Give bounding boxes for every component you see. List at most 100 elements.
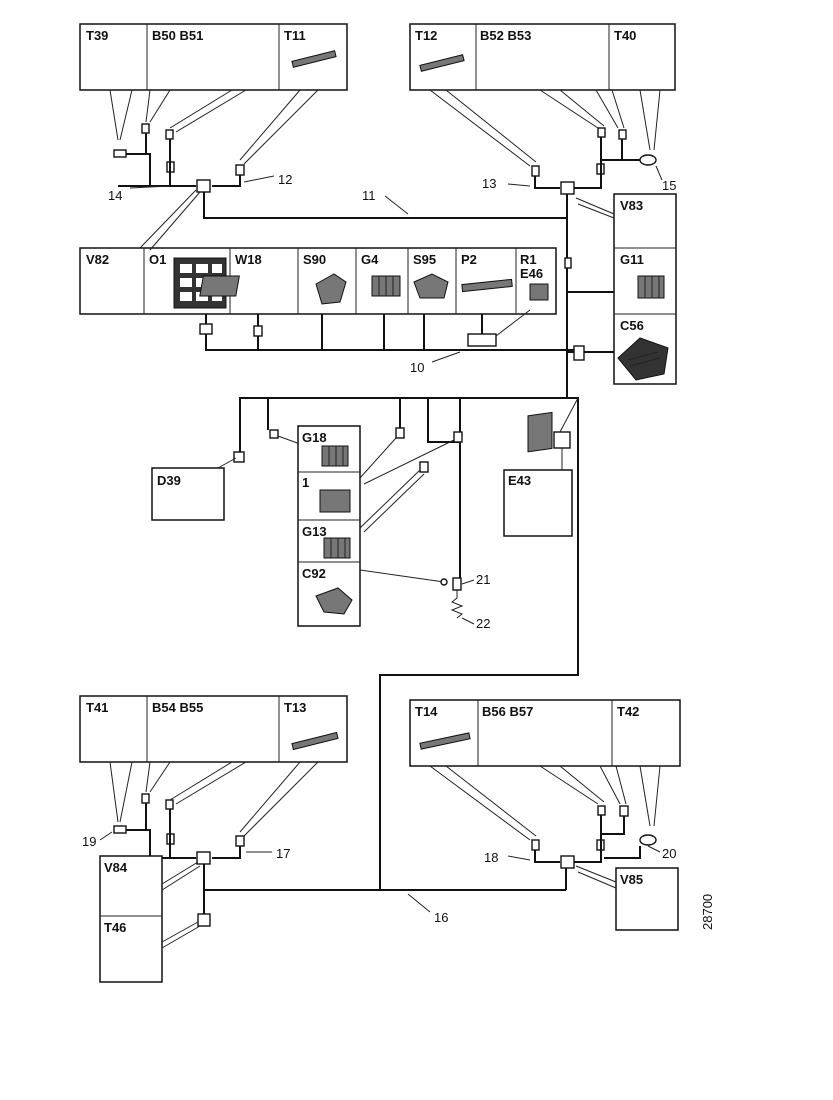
label-t12: T12	[415, 28, 437, 43]
callout-12: 12	[278, 172, 292, 187]
label-s90: S90	[303, 252, 326, 267]
speaker-tweeter-icon	[291, 50, 337, 68]
speaker-tweeter-icon	[419, 732, 471, 750]
connector	[639, 154, 657, 166]
label-v84: V84	[104, 860, 128, 875]
callout-17: 17	[276, 846, 290, 861]
label-t39: T39	[86, 28, 108, 43]
control-unit-icon	[617, 337, 669, 381]
label-g18: G18	[302, 430, 327, 445]
main-harness	[239, 194, 568, 450]
callout-22: 22	[476, 616, 490, 631]
connector	[467, 333, 497, 347]
label-g11: G11	[620, 252, 644, 267]
label-b52-b53: B52 B53	[480, 28, 531, 43]
label-o1: O1	[149, 252, 166, 267]
label-e46: E46	[520, 266, 543, 281]
box-middle-panel	[79, 247, 557, 315]
connector-block-icon	[199, 275, 240, 297]
relay-icon	[371, 275, 401, 297]
label-g4: G4	[361, 252, 379, 267]
relay-icon	[323, 537, 351, 559]
connector	[165, 129, 174, 140]
connector	[199, 323, 213, 335]
label-b56-b57: B56 B57	[482, 704, 533, 719]
junction-connector	[560, 181, 575, 195]
callout-18: 18	[484, 850, 498, 865]
label-d39: D39	[157, 473, 181, 488]
label-v83: V83	[620, 198, 643, 213]
box-bottom-right	[409, 699, 681, 767]
connector	[233, 451, 245, 463]
relay-icon	[321, 445, 349, 467]
connector	[395, 427, 405, 439]
callout-14: 14	[108, 188, 122, 203]
callout-20: 20	[662, 846, 676, 861]
switch-icon	[413, 273, 449, 299]
label-1: 1	[302, 475, 309, 490]
middle-panel: V82 O1 W18 S90 G4 S95 P2 R1 E46	[79, 247, 557, 315]
label-v85: V85	[620, 872, 643, 887]
callout-10: 10	[410, 360, 424, 375]
connector	[564, 257, 572, 269]
connector	[235, 835, 245, 847]
connector	[453, 431, 463, 443]
connector	[531, 165, 540, 177]
label-t41: T41	[86, 700, 108, 715]
label-b50-b51: B50 B51	[152, 28, 203, 43]
label-t46: T46	[104, 920, 126, 935]
connector	[618, 129, 627, 140]
connector	[165, 799, 174, 810]
box-d39: D39	[151, 467, 225, 521]
speaker-tweeter-icon	[419, 54, 465, 72]
connector	[639, 834, 657, 846]
junction-connector	[196, 179, 211, 193]
label-t13: T13	[284, 700, 306, 715]
label-t40: T40	[614, 28, 636, 43]
callout-19: 19	[82, 834, 96, 849]
label-s95: S95	[413, 252, 436, 267]
label-e43: E43	[508, 473, 531, 488]
connector	[531, 839, 540, 851]
label-p2: P2	[461, 252, 477, 267]
top-right-group: T12 B52 B53 T40 13 15	[409, 23, 676, 195]
bus-10	[205, 334, 574, 351]
connector	[597, 805, 606, 816]
printed-circuit-icon	[461, 278, 513, 293]
bottom-left-group: T41 B54 B55 T13 19 17 V84 T46	[79, 695, 566, 983]
bottom-right-group: T14 B56 B57 T42 18 20 V85	[409, 699, 681, 931]
center-stack: G18 1 G13 C92	[297, 425, 361, 627]
connector	[113, 149, 127, 158]
label-v82: V82	[86, 252, 109, 267]
module-icon	[527, 411, 553, 453]
label-t14: T14	[415, 704, 438, 719]
callout-21: 21	[476, 572, 490, 587]
connector	[597, 127, 606, 138]
junction-connector	[196, 851, 211, 865]
callout-11: 11	[362, 188, 376, 203]
top-left-group: T39 B50 B51 T11 14 12	[79, 23, 566, 219]
connector	[452, 577, 462, 591]
connector	[419, 461, 429, 473]
label-c92: C92	[302, 566, 326, 581]
connector	[197, 913, 211, 927]
label-g13: G13	[302, 524, 327, 539]
label-r1: R1	[520, 252, 537, 267]
document-id: 28700	[700, 894, 715, 930]
connector	[113, 825, 127, 834]
connector	[141, 793, 150, 804]
label-c56: C56	[620, 318, 644, 333]
connector	[573, 345, 585, 361]
label-t11: T11	[284, 28, 306, 43]
label-b54-b55: B54 B55	[152, 700, 203, 715]
relay-icon	[637, 275, 665, 299]
connector	[253, 325, 263, 337]
junction-connector	[560, 855, 575, 869]
resistor-icon	[529, 283, 549, 301]
label-w18: W18	[235, 252, 262, 267]
box-bottom-left	[79, 695, 348, 763]
connector	[553, 431, 571, 449]
callout-16: 16	[434, 910, 448, 925]
box-v85	[615, 867, 679, 931]
